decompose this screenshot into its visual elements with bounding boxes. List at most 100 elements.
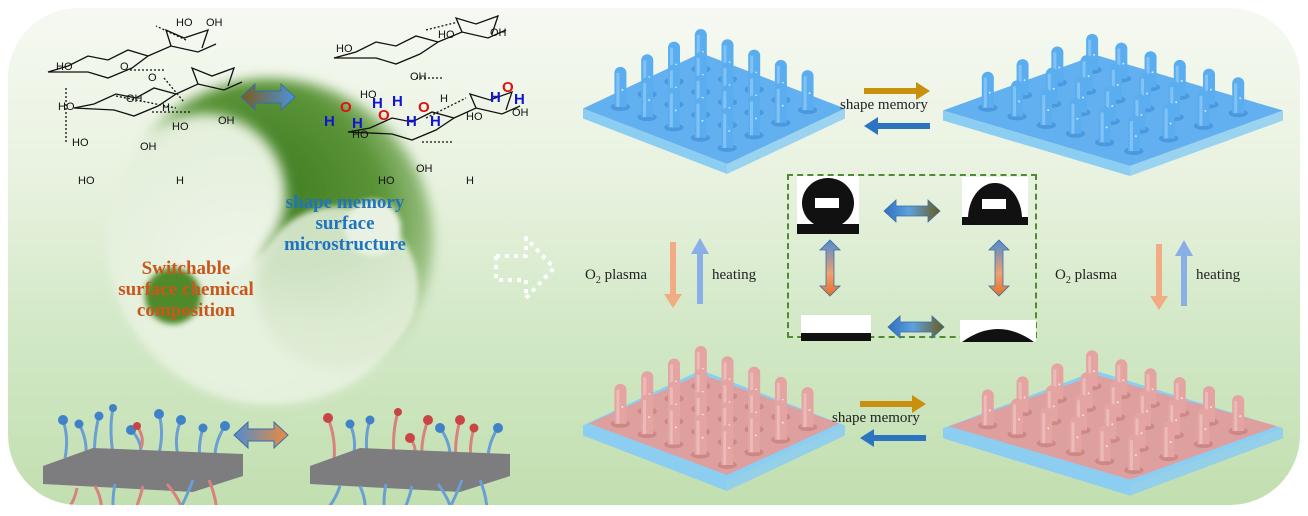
- o2-subscript: 2: [1065, 275, 1071, 286]
- droplet-image-hydrophilic: [960, 320, 1036, 342]
- cellulose-wet-structure: HO OH HO OH HO H HO OH HO OH HO H O H H …: [324, 14, 529, 187]
- dotted-right-arrow-icon: [494, 236, 556, 300]
- micropillar: [1159, 102, 1179, 143]
- svg-text:HO: HO: [58, 101, 75, 113]
- svg-text:HO: HO: [360, 89, 377, 101]
- svg-text:HO: HO: [438, 29, 455, 41]
- svg-text:H: H: [392, 93, 403, 110]
- svg-text:O: O: [148, 72, 157, 84]
- brush-end-groups: [323, 408, 503, 443]
- svg-text:OH: OH: [490, 27, 507, 39]
- micropillar: [637, 394, 657, 439]
- svg-text:H: H: [406, 113, 417, 130]
- micropillar: [771, 82, 791, 127]
- svg-text:OH: OH: [206, 17, 223, 29]
- svg-text:HO: HO: [466, 111, 483, 123]
- label-line: shape memory: [285, 192, 405, 213]
- water-molecule: O H H: [406, 99, 441, 130]
- double-arrow-droplets-left: [819, 239, 841, 297]
- label-line: microstructure: [284, 234, 406, 255]
- micropillar: [690, 414, 711, 459]
- svg-text:HO: HO: [172, 121, 189, 133]
- svg-text:H: H: [352, 115, 363, 132]
- label-line: composition: [136, 300, 236, 321]
- chem-atom-labels: HO OH HO OH HO H HO OH HO OH HO H: [336, 27, 529, 187]
- substrate-side: [727, 108, 845, 174]
- svg-text:OH: OH: [416, 163, 433, 175]
- micropillar: [1076, 55, 1097, 96]
- figure-panel: shape memory surface microstructure Swit…: [8, 8, 1300, 505]
- svg-text:OH: OH: [410, 71, 427, 83]
- double-arrow-brushes: [233, 420, 289, 450]
- shape-memory-reverse-arrow: [864, 117, 930, 135]
- micropillar: [690, 97, 711, 142]
- svg-text:H: H: [440, 93, 448, 105]
- micropillar: [1065, 416, 1086, 457]
- micropillar-array-blue-stretched: [943, 33, 1283, 176]
- svg-text:HO: HO: [336, 43, 353, 55]
- substrate-side: [943, 110, 1130, 176]
- micropillar: [1228, 395, 1248, 436]
- shape-memory-reverse-arrow-bottom: [860, 429, 926, 447]
- micropillar: [744, 95, 764, 140]
- micropillar: [744, 412, 764, 457]
- droplet-image-superhydrophobic: [797, 176, 859, 234]
- svg-text:OH: OH: [218, 115, 235, 127]
- micropillar: [1036, 89, 1056, 130]
- substrate-plate: [310, 448, 510, 492]
- yang-dot-dark: [145, 268, 201, 324]
- substrate-side: [1130, 110, 1283, 176]
- double-arrow-chemistry: [240, 82, 296, 112]
- droplet-image-superhydrophilic: [801, 315, 871, 341]
- o2-plasma-down-arrow-left: [664, 242, 682, 308]
- brush-end-groups: [58, 404, 230, 435]
- o2-rest: plasma: [600, 267, 648, 283]
- micropillar: [717, 424, 737, 469]
- svg-text:H: H: [324, 113, 335, 130]
- micropillar: [1042, 385, 1062, 426]
- micropillar: [1228, 77, 1248, 118]
- svg-text:HO: HO: [378, 175, 395, 187]
- micropillar: [1193, 408, 1214, 449]
- label-heating-right: heating: [1196, 267, 1241, 283]
- label-line: surface: [315, 213, 375, 234]
- micropillar: [1095, 106, 1115, 147]
- label-heating-left: heating: [712, 267, 757, 283]
- double-arrow-droplets-top: [883, 199, 941, 223]
- micropillar-array-blue-original: [583, 29, 845, 174]
- micropillar: [1124, 115, 1144, 156]
- label-line: surface chemical: [118, 279, 254, 300]
- substrate-side: [727, 425, 845, 491]
- micropillar: [797, 70, 818, 115]
- svg-text:HO: HO: [72, 137, 89, 149]
- micropillar: [610, 383, 631, 428]
- micropillar: [610, 66, 631, 111]
- svg-text:H: H: [466, 175, 474, 187]
- micropillar: [664, 87, 684, 132]
- chem-atom-labels: HO OH O O OH HO HO H HO OH HO OH HO H: [56, 17, 235, 187]
- svg-text:H: H: [430, 113, 441, 130]
- label-shape-memory-top: shape memory: [840, 97, 928, 113]
- substrate-plate: [43, 448, 243, 492]
- svg-text:H: H: [176, 175, 184, 187]
- svg-text:O: O: [340, 99, 352, 116]
- label-o2-plasma-right: O2 plasma: [1055, 267, 1117, 286]
- label-o2-plasma-left: O2 plasma: [585, 267, 647, 286]
- micropillar: [1007, 80, 1027, 121]
- label-shape-memory-bottom: shape memory: [832, 410, 920, 426]
- substrate-side: [1130, 428, 1283, 496]
- heating-up-arrow-left: [691, 238, 709, 304]
- brush-chains-bottom: [328, 479, 489, 505]
- micropillar: [978, 389, 998, 430]
- shape-memory-forward-arrow: [864, 82, 930, 100]
- micropillar: [1065, 97, 1086, 138]
- svg-text:OH: OH: [512, 107, 529, 119]
- shape-memory-forward-arrow-bottom: [860, 395, 926, 413]
- micropillar: [717, 107, 737, 152]
- cellulose-dry-structure: HO OH O O OH HO HO H HO OH HO OH HO H: [47, 17, 243, 187]
- substrate-side: [943, 428, 1130, 496]
- micropillar: [1036, 407, 1056, 448]
- micropillar: [637, 77, 657, 122]
- heating-up-arrow-right: [1175, 240, 1193, 306]
- svg-text:HO: HO: [78, 175, 95, 187]
